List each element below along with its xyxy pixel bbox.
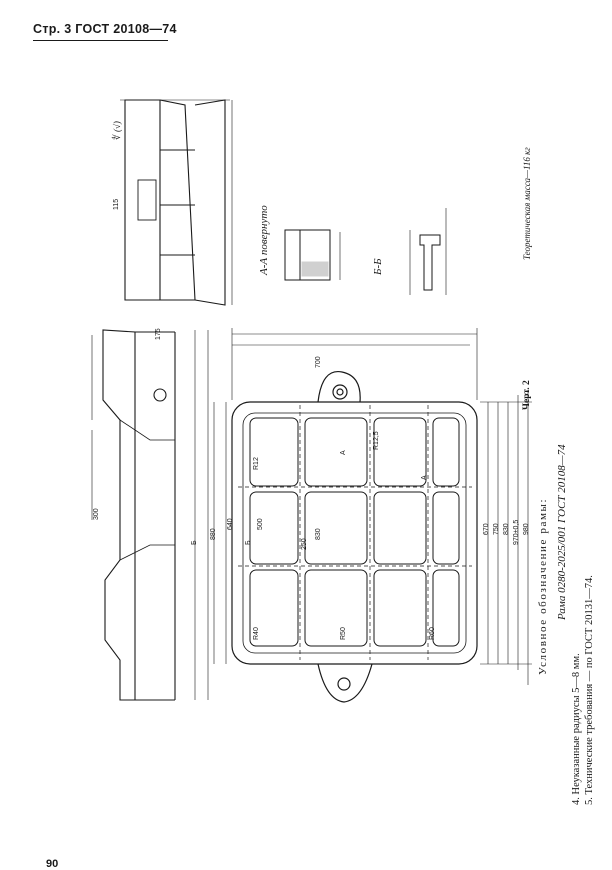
section-bb: [409, 208, 447, 295]
dim-r40: R40: [253, 627, 260, 640]
top-lug: [317, 370, 361, 403]
note-5: 5. Технические требования — по ГОСТ 2013…: [584, 575, 595, 805]
dim-640: 640: [227, 518, 234, 530]
side-view: [91, 329, 209, 701]
header-rule: [33, 40, 168, 41]
roughness-symbol: ∜ (√): [112, 121, 122, 140]
page-header: Стр. 3 ГОСТ 20108—74: [33, 22, 177, 36]
dim-175: 175: [155, 328, 162, 340]
dim-830: 830: [315, 528, 322, 540]
section-aa: [284, 229, 341, 281]
dim-700: 700: [315, 356, 322, 368]
dim-980: 980: [523, 523, 530, 535]
section-aa-label: А-А повернуто: [258, 205, 270, 275]
dim-750: 750: [493, 523, 500, 535]
note-4: 4. Неуказанные радиусы 5—8 мм.: [571, 653, 582, 805]
hidden-lines: [238, 405, 472, 660]
marker-a1: А: [340, 450, 347, 455]
dim-970: 970±0,5: [513, 520, 520, 545]
designation-value: Рама 0280-2025/001 ГОСТ 20108—74: [556, 444, 568, 620]
dim-300: 300: [93, 508, 100, 520]
cell-grid: [249, 417, 460, 647]
dim-r60: R60: [429, 627, 436, 640]
frame-inner: [242, 412, 467, 654]
dim-115: 115: [113, 199, 120, 210]
dim-r12: R12: [253, 457, 260, 470]
marker-b2: Б: [191, 540, 198, 545]
top-elevation: [120, 99, 233, 306]
mass-note: Теоретическая масса—116 кг: [522, 147, 532, 260]
page-number: 90: [46, 858, 59, 870]
section-bb-label: Б-Б: [372, 258, 384, 275]
bottom-lug: [317, 663, 373, 703]
dim-500: 500: [257, 518, 264, 530]
dim-r125: R12,5: [373, 431, 380, 450]
dim-r50: R50: [340, 627, 347, 640]
marker-a2: А: [421, 475, 428, 480]
dim-880: 880: [210, 528, 217, 540]
dim-830b: 830: [503, 523, 510, 535]
designation-title: Условное обозначение рамы:: [537, 497, 549, 675]
marker-b1: Б: [245, 540, 252, 545]
dim-250: 250: [301, 538, 308, 550]
figure-label: Черт. 2: [522, 380, 532, 410]
dim-670: 670: [483, 523, 490, 535]
frame-outer: [231, 401, 478, 665]
dimension-lines: [213, 328, 532, 685]
